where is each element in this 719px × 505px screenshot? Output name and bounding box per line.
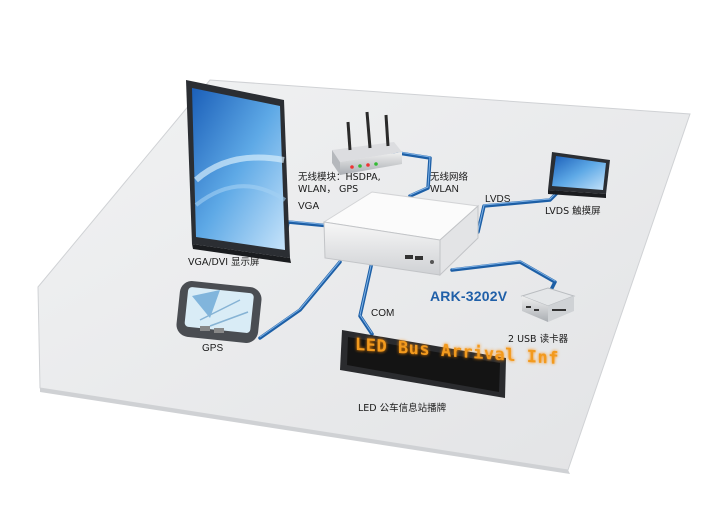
usb-card-reader (520, 287, 576, 322)
usb-reader-label: 2 USB 读卡器 (508, 334, 569, 345)
gps-label: GPS (202, 343, 224, 354)
wlan-label: WLAN (430, 184, 459, 195)
lvds-touch-screen (548, 152, 610, 198)
wireless-module-label: 无线模块：HSDPA, (298, 172, 381, 183)
lvds-label: LVDS (485, 194, 511, 205)
vga-dvi-label: VGA/DVI 显示屏 (188, 257, 260, 268)
com-label: COM (371, 308, 395, 319)
wireless-network-label: 无线网络 (430, 172, 469, 183)
vga-dvi-display (186, 80, 291, 263)
model-label: ARK-3202V (430, 288, 508, 304)
lvds-touch-label: LVDS 触摸屏 (545, 206, 601, 217)
led-board-label: LED 公车信息站播牌 (358, 403, 447, 414)
ark-3202v-box (322, 191, 480, 277)
led-board (340, 330, 506, 398)
router (332, 111, 402, 175)
gps-device (176, 281, 262, 343)
wireless-module-label-2: WLAN， GPS (298, 184, 359, 195)
gps-cable (258, 260, 342, 340)
vga-label: VGA (298, 201, 320, 212)
